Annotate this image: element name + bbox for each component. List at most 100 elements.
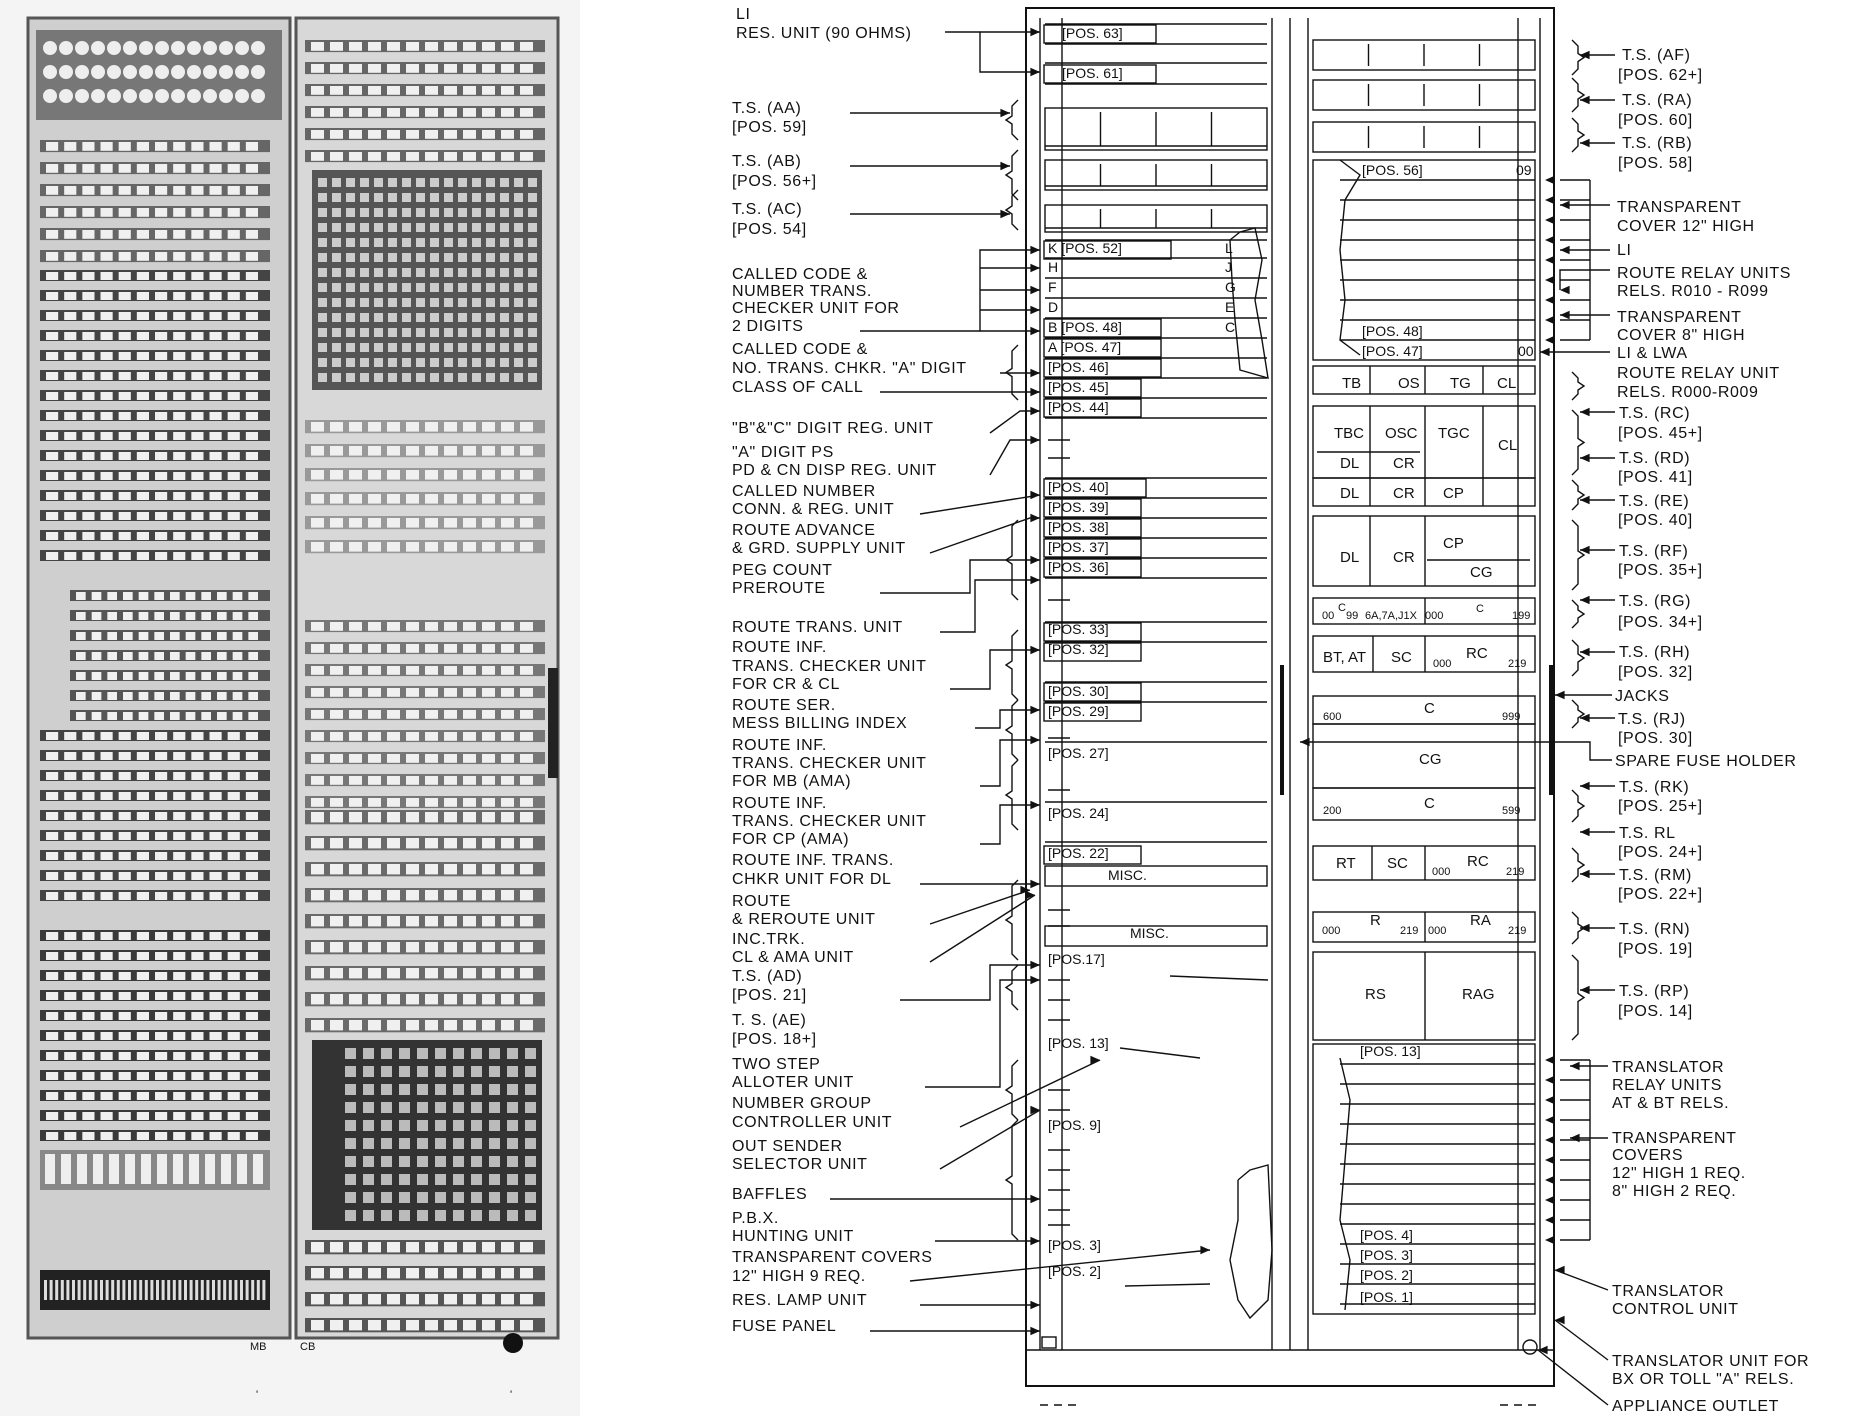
photo-left-mid-cell bbox=[217, 692, 227, 700]
photo-right-ts-cell bbox=[463, 64, 476, 73]
arrowhead-left bbox=[1030, 735, 1040, 745]
photo-right-mid-cell bbox=[387, 644, 400, 653]
photo-right-lower-cell bbox=[387, 864, 400, 875]
photo-left-relays-cell bbox=[64, 412, 77, 420]
photo-left-ts-cell bbox=[136, 186, 149, 195]
photo-fuse bbox=[200, 1280, 204, 1300]
photo-left-lower-cell bbox=[136, 792, 149, 800]
photo-right-lower-cell bbox=[482, 994, 495, 1005]
photo-left-lower-cell bbox=[245, 752, 258, 760]
photo-relay-dot bbox=[430, 373, 439, 382]
photo-translator-dot bbox=[345, 1210, 356, 1221]
photo-translator-dot bbox=[453, 1138, 464, 1149]
photo-left-lower-cell bbox=[82, 752, 95, 760]
photo-left-bottom-cell bbox=[100, 1092, 113, 1100]
photo-relay-dot bbox=[528, 238, 537, 247]
photo-relay-dot bbox=[402, 328, 411, 337]
arrowhead-left bbox=[1030, 645, 1040, 655]
photo-relay-dot bbox=[458, 343, 467, 352]
photo-left-ts-cell bbox=[118, 164, 131, 173]
photo-left-bottom-cell bbox=[191, 1052, 204, 1060]
photo-right-lower-cell bbox=[311, 890, 324, 901]
photo-left-relays-cell bbox=[46, 332, 59, 340]
photo-left-bottom-cell bbox=[82, 992, 95, 1000]
photo-right-lower-cell bbox=[425, 916, 438, 927]
lbl-reroute-unit: & REROUTE UNIT bbox=[732, 911, 876, 928]
brace-right bbox=[1571, 847, 1586, 883]
equipment-photograph: MB CB ' ' bbox=[0, 0, 580, 1416]
photo-left-ts-cell bbox=[191, 208, 204, 217]
photo-right-lower-cell bbox=[463, 838, 476, 849]
photo-translator-dot bbox=[381, 1210, 392, 1221]
photo-translator-dot bbox=[525, 1156, 536, 1167]
photo-left-lower-cell bbox=[245, 732, 258, 740]
photo-left-relays-cell bbox=[173, 552, 186, 560]
photo-left-bottom-cell bbox=[155, 1072, 168, 1080]
photo-left-mid-cell bbox=[170, 612, 180, 620]
photo-right-lower-cell bbox=[444, 812, 457, 823]
photo-left-bottom-cell bbox=[118, 1012, 131, 1020]
rlbl-translator-1: TRANSLATOR bbox=[1612, 1059, 1724, 1076]
photo-relay-dot bbox=[500, 268, 509, 277]
photo-left-lower-cell bbox=[82, 872, 95, 880]
photo-translator-dot bbox=[417, 1120, 428, 1131]
cell-dl-2: DL bbox=[1340, 485, 1359, 502]
arrowhead-right bbox=[1580, 827, 1590, 837]
photo-left-mid-cell bbox=[154, 672, 164, 680]
arrowhead-left bbox=[1030, 1300, 1040, 1310]
photo-translator-dot bbox=[471, 1084, 482, 1095]
photo-resistor bbox=[219, 65, 233, 79]
photo-right-mid-cell bbox=[482, 710, 495, 719]
photo-left-relays-cell bbox=[100, 392, 113, 400]
photo-right-mid-cell bbox=[482, 622, 495, 631]
arrowhead-left bbox=[1000, 161, 1010, 171]
cell-r: R bbox=[1370, 912, 1381, 929]
photo-left-relays-cell bbox=[100, 352, 113, 360]
arrowhead-right bbox=[1580, 453, 1590, 463]
photo-left-relays-cell bbox=[173, 452, 186, 460]
photo-right-lower-cell bbox=[501, 890, 514, 901]
photo-lamp bbox=[45, 1154, 55, 1184]
photo-right-lower-cell bbox=[349, 1020, 362, 1031]
photo-left-bottom-cell bbox=[136, 1132, 149, 1140]
position-box bbox=[1043, 622, 1142, 642]
photo-right-mid-cell bbox=[349, 666, 362, 675]
photo-left-relays-cell bbox=[245, 432, 258, 440]
photo-right-bottom-cell bbox=[501, 1320, 514, 1331]
arrowhead-left bbox=[1030, 705, 1040, 715]
photo-left-lower-cell bbox=[46, 772, 59, 780]
photo-fuse bbox=[212, 1280, 215, 1300]
photo-left-relays-cell bbox=[136, 472, 149, 480]
position-box bbox=[1043, 518, 1142, 538]
arrowhead-right bbox=[1580, 545, 1590, 555]
photo-relay-dot bbox=[430, 268, 439, 277]
photo-left-mid-cell bbox=[217, 652, 227, 660]
lbl-two-step: TWO STEP bbox=[732, 1056, 820, 1073]
photo-left-lower-cell bbox=[245, 892, 258, 900]
photo-left-relays-cell bbox=[173, 272, 186, 280]
photo-relay-dot bbox=[318, 358, 327, 367]
photo-right-bottom-cell bbox=[368, 1268, 381, 1279]
lbl-12-high-9: 12" HIGH 9 REQ. bbox=[732, 1268, 866, 1285]
rlbl-ts-rj: T.S. (RJ) bbox=[1618, 711, 1686, 728]
photo-left-ts-cell bbox=[173, 252, 186, 261]
photo-relay-dot bbox=[458, 268, 467, 277]
photo-left-relays-cell bbox=[64, 312, 77, 320]
photo-left-bottom-cell bbox=[155, 1052, 168, 1060]
photo-left-lower-cell bbox=[46, 832, 59, 840]
photo-left-lower-cell bbox=[100, 852, 113, 860]
photo-left-bottom-cell bbox=[46, 1112, 59, 1120]
leader-left bbox=[900, 964, 1040, 1001]
photo-right-blank-cell bbox=[501, 494, 514, 504]
photo-left-bottom-cell bbox=[64, 1092, 77, 1100]
photo-left-mid-cell bbox=[138, 612, 149, 620]
photo-translator-dot bbox=[471, 1066, 482, 1077]
photo-right-lower-cell bbox=[425, 890, 438, 901]
photo-left-mid-cell bbox=[201, 652, 211, 660]
cell-cr-1: CR bbox=[1393, 455, 1415, 472]
photo-left-relays-cell bbox=[245, 332, 258, 340]
photo-fuse bbox=[161, 1280, 165, 1300]
photo-left-ts-cell bbox=[46, 252, 59, 261]
cell-rc-2: RC bbox=[1467, 853, 1489, 870]
photo-right-mid-cell bbox=[406, 710, 419, 719]
